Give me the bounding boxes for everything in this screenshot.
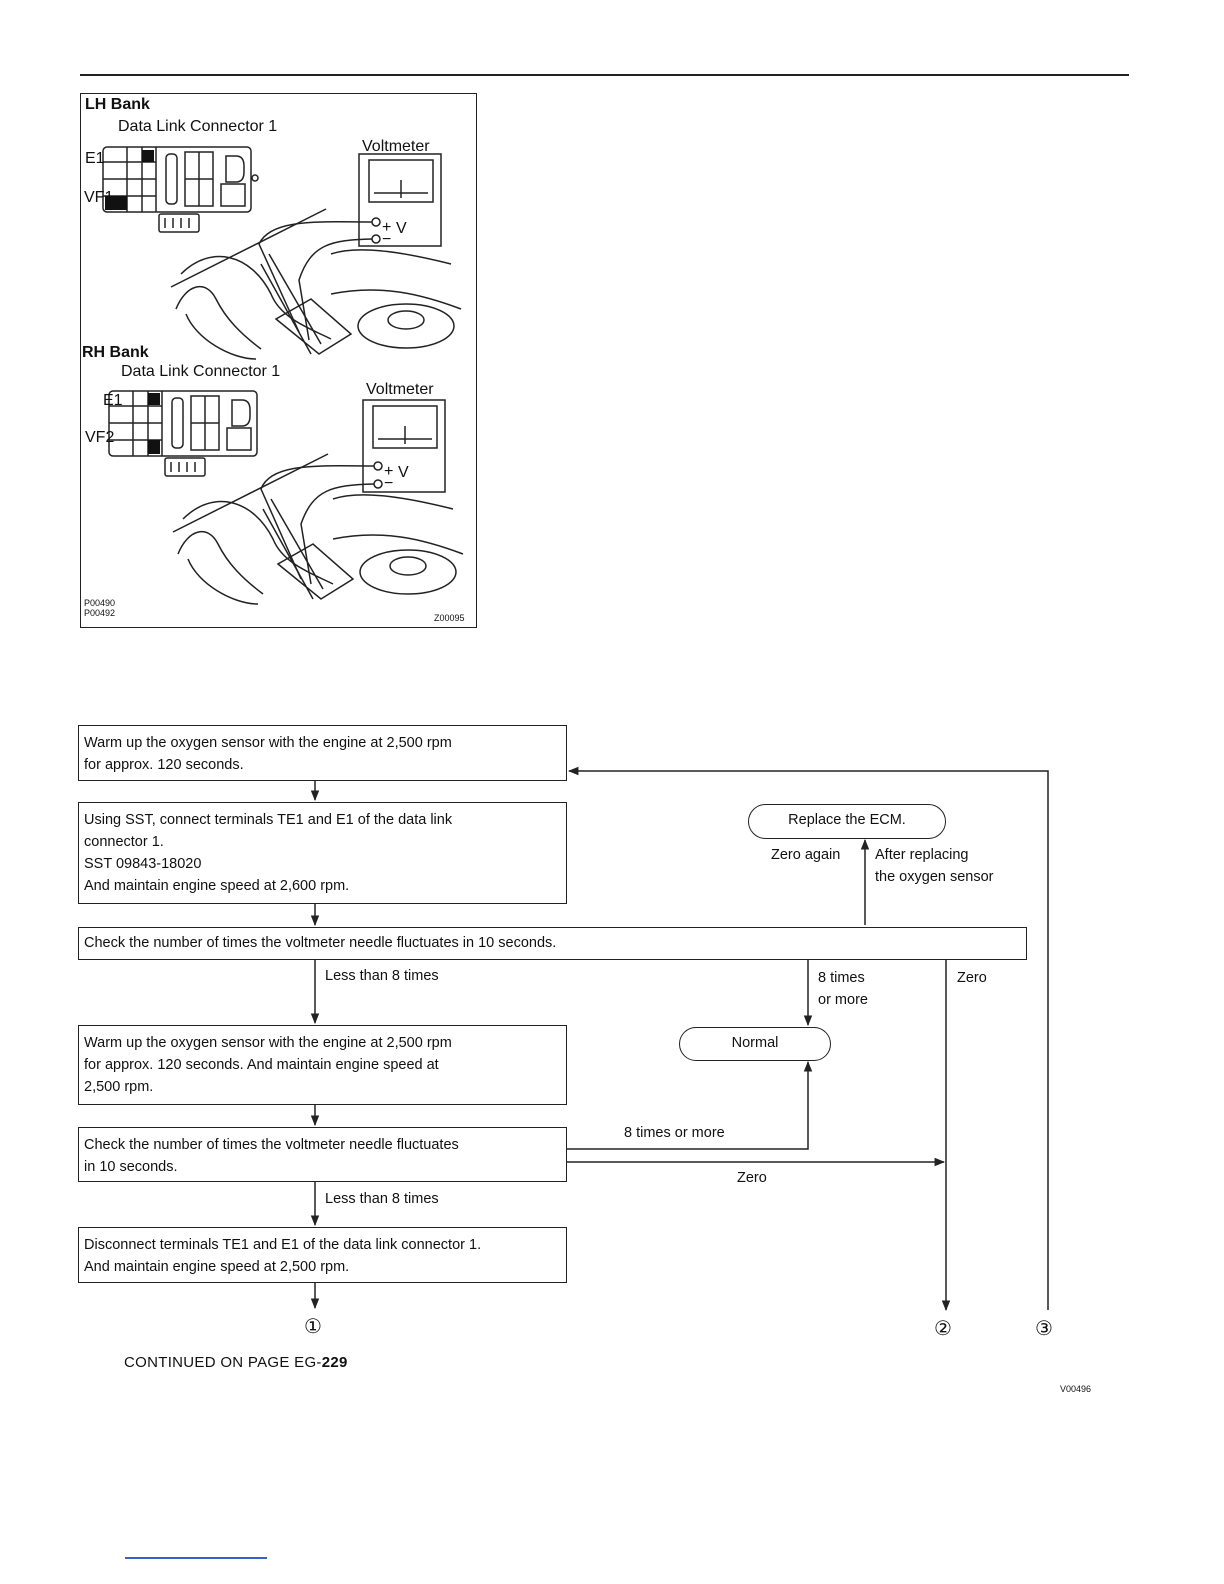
lh-bank-label: LH Bank	[85, 96, 150, 113]
label-less-than-8-first: Less than 8 times	[325, 968, 439, 984]
step-warm-up-maintain-speed: Warm up the oxygen sensor with the engin…	[78, 1025, 567, 1105]
lh-e1-label: E1	[85, 150, 105, 167]
lh-minus-sign: −	[382, 231, 392, 248]
label-8-or-more-first-1: 8 times	[818, 970, 865, 986]
step-check-fluctuations-again: Check the number of times the voltmeter …	[78, 1127, 567, 1182]
output-1: ①	[304, 1316, 322, 1338]
continued-on-page: CONTINUED ON PAGE EG-229	[124, 1354, 348, 1371]
figure-code-3: Z00095	[434, 613, 465, 623]
figure-code-2: P00492	[84, 608, 116, 618]
rh-plus-sign: +	[384, 463, 394, 480]
continued-page-number: 229	[321, 1354, 348, 1371]
label-less-than-8-second: Less than 8 times	[325, 1191, 439, 1207]
lh-connector-label: Data Link Connector 1	[118, 118, 278, 135]
rh-e1-label: E1	[103, 392, 123, 409]
step-disconnect-terminals: Disconnect terminals TE1 and E1 of the d…	[78, 1227, 567, 1283]
label-after-replacing-2: the oxygen sensor	[875, 869, 994, 885]
figure-code-1: P00490	[84, 598, 116, 608]
label-8-or-more-second: 8 times or more	[624, 1125, 725, 1141]
rh-connector-label: Data Link Connector 1	[121, 363, 281, 380]
figure-drawing	[102, 146, 464, 605]
lh-plus-sign: +	[382, 219, 392, 236]
rh-e1-terminal	[148, 393, 160, 405]
lh-v-symbol: V	[396, 220, 407, 237]
label-zero-again: Zero again	[771, 847, 841, 863]
step-check-fluctuations: Check the number of times the voltmeter …	[78, 927, 1027, 960]
rh-vf2-label: VF2	[85, 429, 115, 446]
result-replace-ecm: Replace the ECM.	[748, 804, 946, 839]
rh-voltmeter-label: Voltmeter	[366, 381, 434, 398]
label-zero-second: Zero	[737, 1170, 767, 1186]
lh-voltmeter-shape	[358, 153, 442, 247]
top-rule	[80, 74, 1129, 76]
lh-vf1-label: VF1	[84, 189, 114, 206]
output-3: ③	[1035, 1318, 1053, 1340]
label-zero-first: Zero	[957, 970, 987, 986]
voltmeter-connection-figure: LH Bank Data Link Connector 1 Voltmeter …	[80, 93, 477, 628]
lh-voltmeter-label: Voltmeter	[362, 138, 430, 155]
label-after-replacing-1: After replacing	[875, 847, 969, 863]
step-connect-te1-e1: Using SST, connect terminals TE1 and E1 …	[78, 802, 567, 904]
rh-vf2-terminal	[148, 440, 160, 454]
step-warm-up-oxygen-sensor: Warm up the oxygen sensor with the engin…	[78, 725, 567, 781]
rh-bank-label: RH Bank	[82, 344, 149, 361]
label-8-or-more-first-2: or more	[818, 992, 868, 1008]
footer-link-underline	[125, 1557, 267, 1559]
rh-voltmeter-shape	[362, 399, 446, 493]
output-2: ②	[934, 1318, 952, 1340]
rh-v-symbol: V	[398, 464, 409, 481]
result-normal: Normal	[679, 1027, 831, 1061]
flowchart-code: V00496	[1060, 1384, 1092, 1394]
rh-minus-sign: −	[384, 475, 394, 492]
lh-e1-terminal	[142, 150, 154, 162]
lh-vf1-terminal	[105, 196, 127, 210]
